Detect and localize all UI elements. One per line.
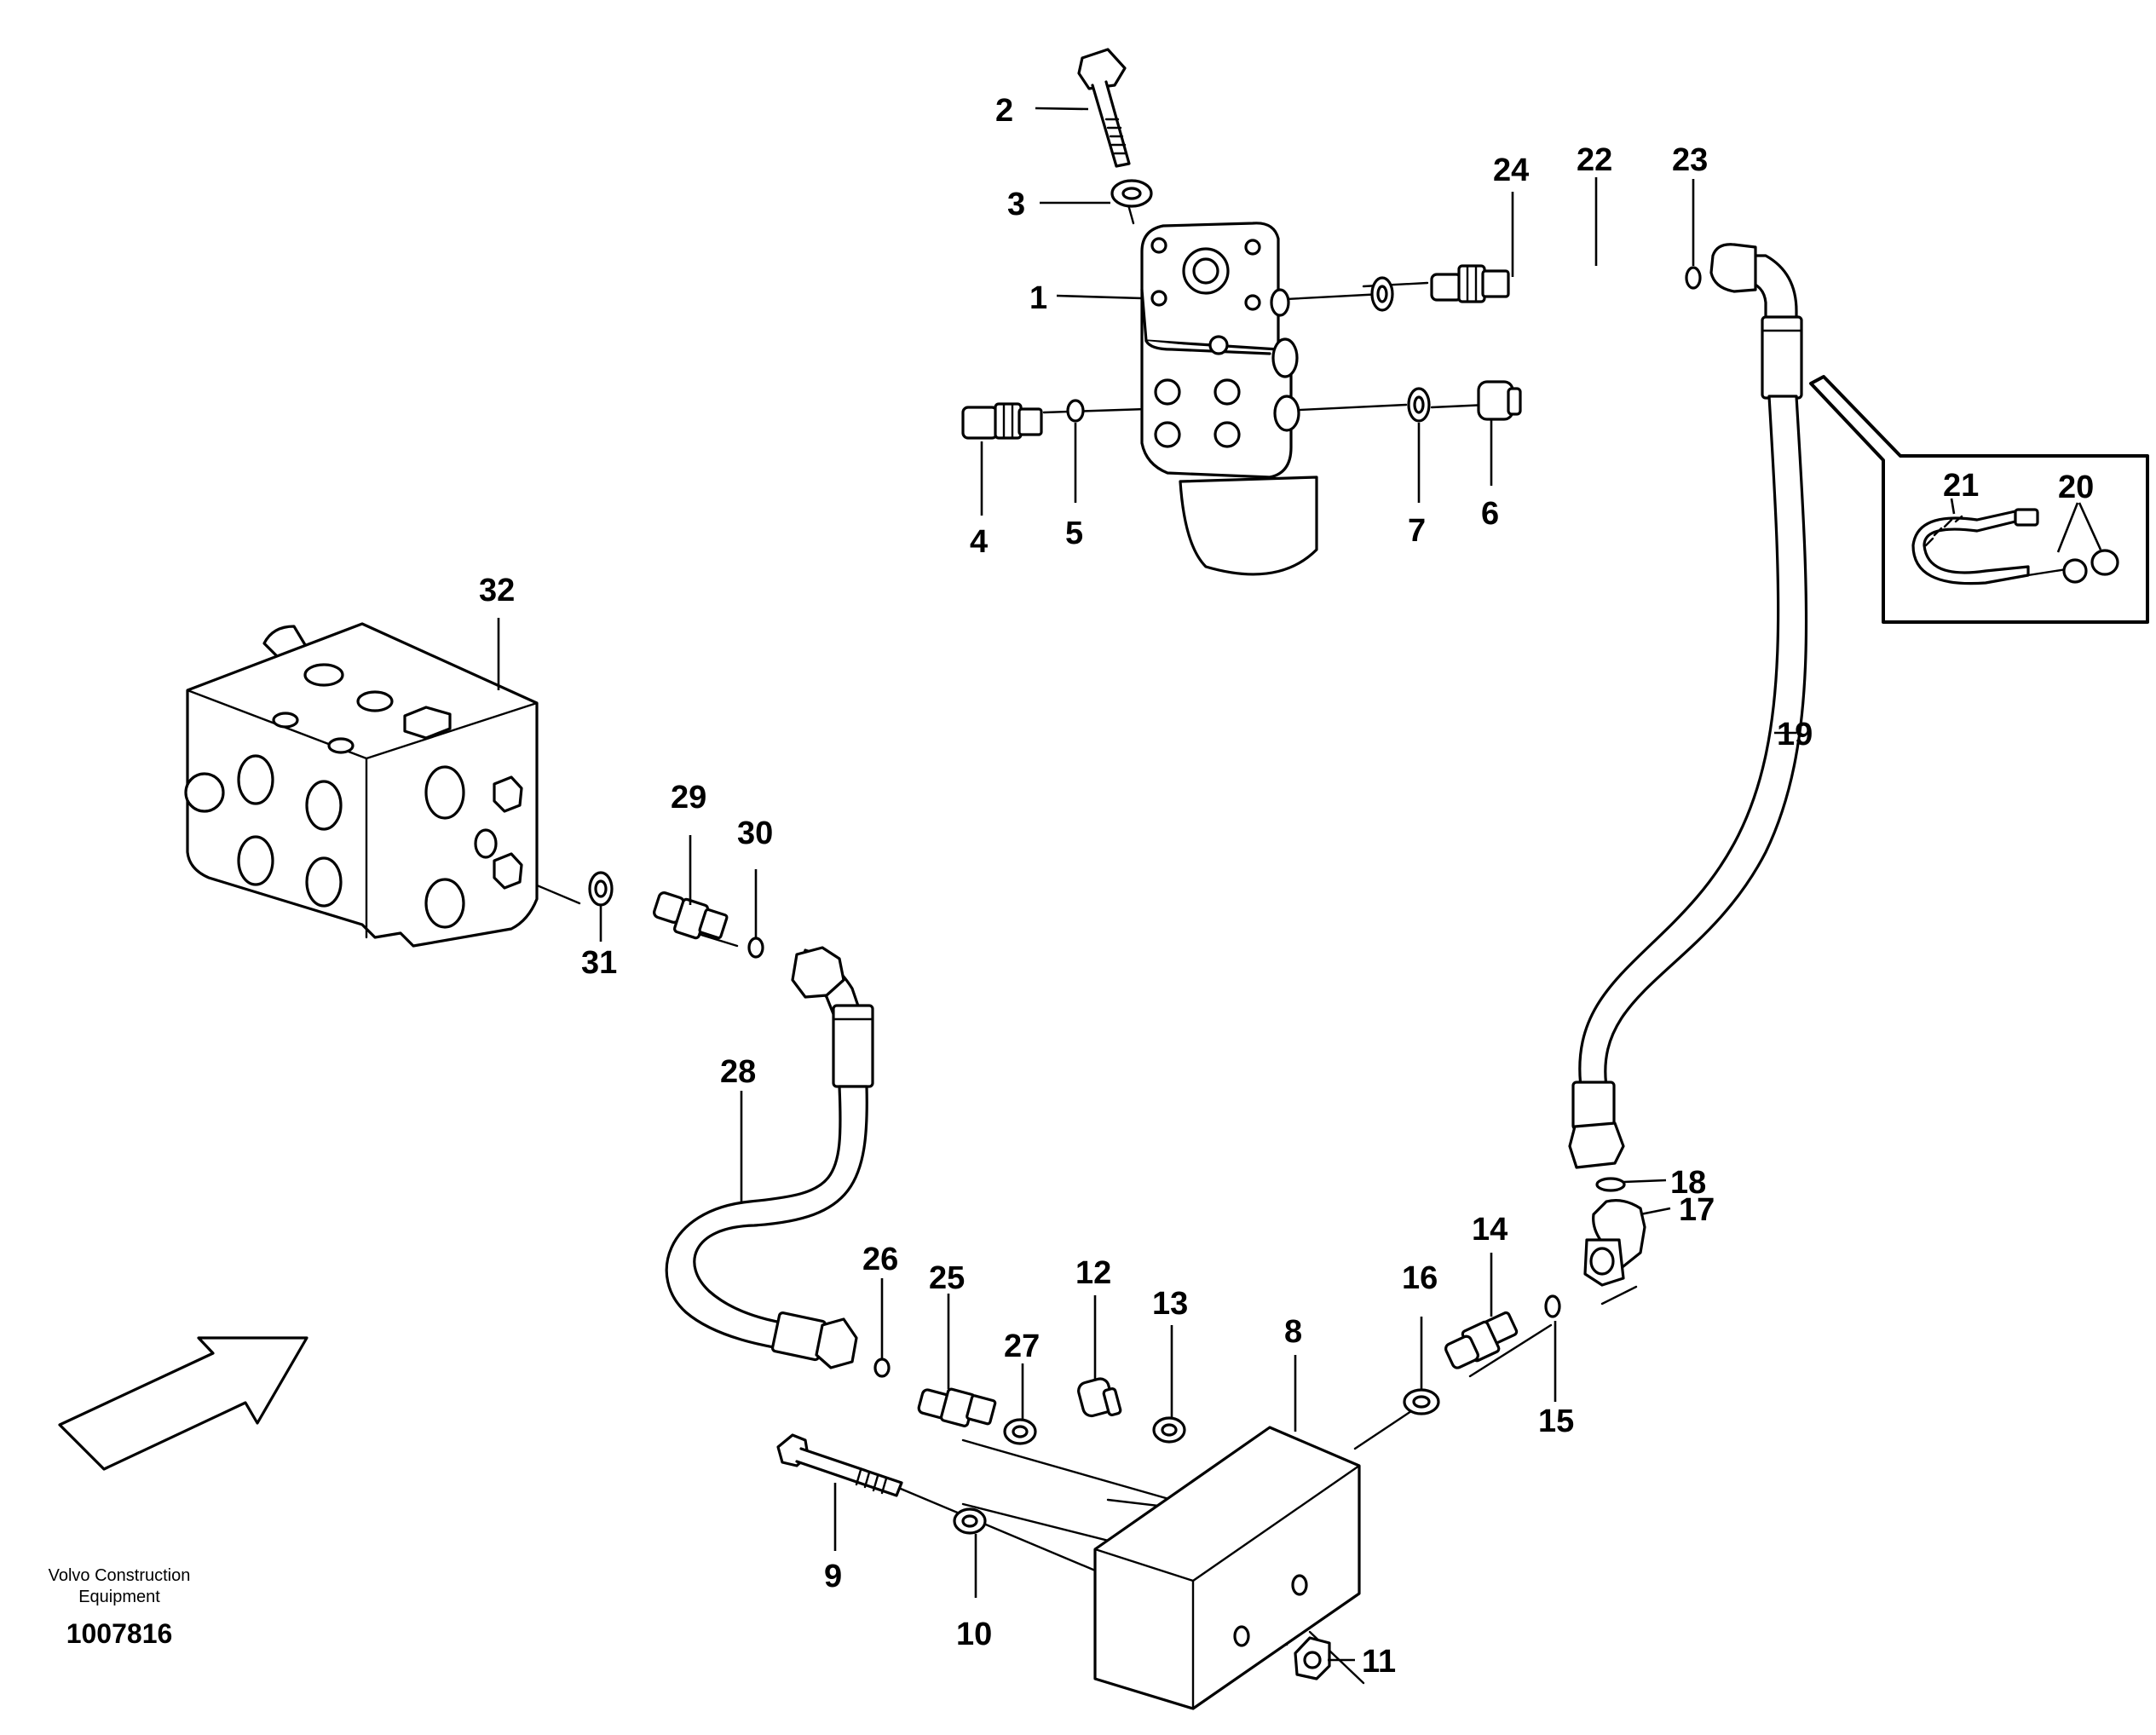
callout-26: 26	[862, 1242, 898, 1277]
callout-22: 22	[1577, 142, 1612, 178]
callout-5: 5	[1065, 516, 1083, 551]
callout-15: 15	[1538, 1404, 1574, 1439]
steering-valve	[1140, 222, 1318, 576]
callout-27: 27	[1004, 1329, 1040, 1364]
callout-21: 21	[1943, 468, 1979, 504]
adapter-fitting	[961, 402, 1043, 440]
document-number: 1007816	[66, 1618, 173, 1649]
callout-7: 7	[1408, 513, 1426, 549]
hose-assembly-right	[1568, 243, 1808, 1169]
nipple-fitting	[917, 1387, 997, 1427]
callout-11: 11	[1362, 1644, 1396, 1680]
nipple-fitting	[1430, 264, 1510, 303]
callout-4: 4	[970, 524, 988, 560]
o-ring	[1595, 1177, 1626, 1192]
callout-18: 18	[1670, 1165, 1706, 1201]
callout-24: 24	[1493, 153, 1529, 188]
bolt	[776, 1433, 903, 1497]
callout-20: 20	[2058, 470, 2094, 505]
washer	[1152, 1416, 1186, 1444]
nipple-fitting	[1444, 1311, 1519, 1369]
o-ring	[1544, 1294, 1561, 1318]
callout-30: 30	[737, 816, 773, 851]
callout-14: 14	[1472, 1212, 1507, 1248]
detail-inset	[1809, 375, 2149, 624]
nipple-fitting	[653, 891, 729, 940]
washer	[1110, 179, 1153, 208]
washer	[1403, 1388, 1440, 1415]
o-ring	[1066, 399, 1085, 423]
o-ring	[747, 937, 764, 959]
direction-arrow	[58, 1336, 308, 1471]
callout-12: 12	[1075, 1255, 1111, 1291]
callout-1: 1	[1029, 280, 1047, 316]
plug	[1477, 380, 1522, 421]
washer	[1003, 1418, 1037, 1445]
bolt	[1077, 48, 1131, 168]
callout-25: 25	[929, 1260, 965, 1296]
control-valve	[184, 622, 539, 948]
callout-29: 29	[671, 780, 706, 816]
callout-labels: 1 2 3 4 5 6 7 8 9 10 11 12 13 14 15 16 1…	[479, 93, 2094, 1680]
connection-lines	[463, 191, 1638, 1685]
callout-32: 32	[479, 573, 515, 608]
callout-19: 19	[1777, 717, 1813, 752]
callout-10: 10	[956, 1617, 992, 1652]
washer	[1407, 387, 1431, 423]
washer	[588, 871, 614, 907]
callout-16: 16	[1402, 1260, 1438, 1296]
washer	[953, 1507, 987, 1535]
manifold-block	[1093, 1426, 1361, 1710]
washer	[1370, 276, 1394, 312]
callout-28: 28	[720, 1054, 756, 1090]
elbow-fitting	[1583, 1199, 1646, 1287]
o-ring	[873, 1357, 891, 1378]
callout-2: 2	[995, 93, 1013, 129]
callout-23: 23	[1672, 142, 1708, 178]
callout-6: 6	[1481, 496, 1499, 532]
callout-17: 17	[1679, 1192, 1715, 1228]
credit-line-2: Equipment	[78, 1588, 160, 1606]
lock-nut	[1294, 1636, 1331, 1680]
callout-leaders	[497, 107, 2102, 1662]
callout-31: 31	[581, 945, 617, 981]
credit-line-1: Volvo Construction	[49, 1566, 191, 1585]
callout-9: 9	[824, 1559, 842, 1594]
o-ring	[1685, 266, 1702, 290]
hose-assembly-left	[665, 946, 874, 1369]
callout-3: 3	[1007, 187, 1025, 222]
plug	[1077, 1377, 1122, 1418]
callout-8: 8	[1284, 1314, 1302, 1350]
callout-13: 13	[1152, 1286, 1188, 1322]
